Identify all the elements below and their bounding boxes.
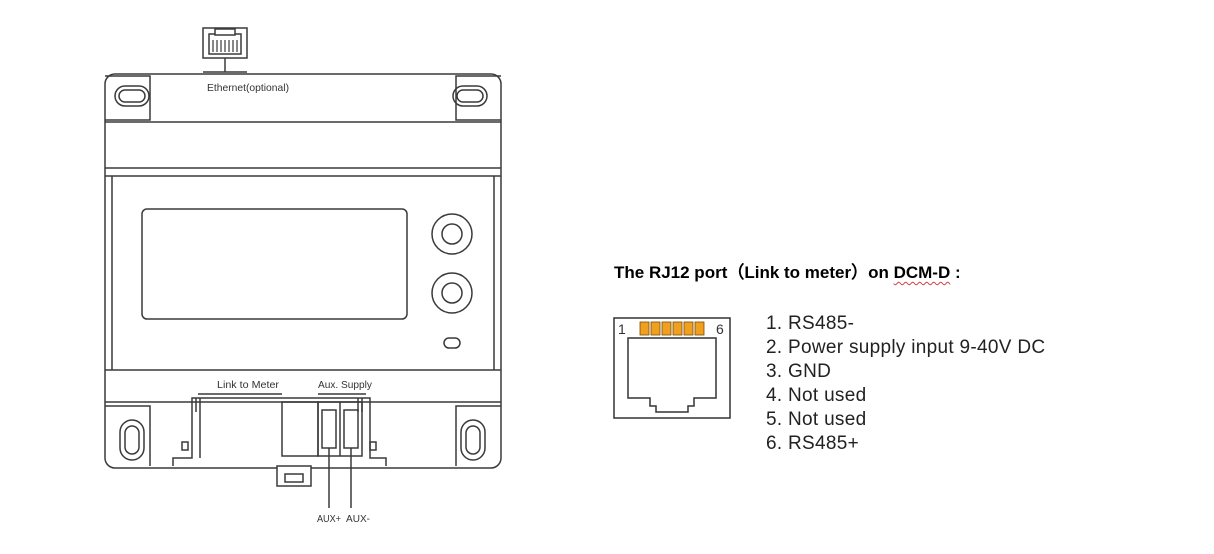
mount-hole-bottom-left <box>119 419 145 461</box>
rj12-pin-contact <box>661 321 672 336</box>
rj12-pin-contact <box>650 321 661 336</box>
pin-item-5: 5. Not used <box>766 409 867 430</box>
pin-list: 1. RS485- 2. Power supply input 9-40V DC… <box>766 312 1045 456</box>
pin-item-3: 3. GND <box>766 361 832 382</box>
aux-minus-label: AUX- <box>346 513 370 525</box>
link-to-meter-label: Link to Meter <box>217 379 280 391</box>
pin-item-4: 4. Not used <box>766 385 867 406</box>
rj12-pin-contact <box>672 321 683 336</box>
pin-item-6: 6. RS485+ <box>766 433 860 454</box>
mount-hole-top-left <box>114 85 150 107</box>
rj12-pin-contact <box>683 321 694 336</box>
pin-one-label: 1 <box>618 321 626 337</box>
mount-hole-top-right <box>452 85 488 107</box>
ethernet-label: Ethernet(optional) <box>207 82 289 94</box>
rj12-pin-contact <box>694 321 705 336</box>
pin-item-1: 1. RS485- <box>766 313 855 334</box>
rj12-title-model: DCM-D <box>893 263 951 282</box>
rj12-title-text: The RJ12 port（Link to meter）on <box>614 263 894 282</box>
rj12-pin-group <box>639 321 705 336</box>
aux-plus-label: AUX+ <box>317 513 341 525</box>
front-button-down <box>431 272 473 314</box>
pin-six-label: 6 <box>716 321 724 337</box>
rj12-title-suffix: : <box>950 263 961 282</box>
mount-hole-bottom-right <box>460 419 486 461</box>
front-button-up <box>431 213 473 255</box>
aux-supply-label: Aux. Supply <box>318 379 373 391</box>
rj12-pin-contact <box>639 321 650 336</box>
status-led <box>443 337 461 349</box>
device-drawing: Ethernet(optional) Link to Meter Aux. Su… <box>104 27 502 525</box>
lcd-display <box>141 208 408 320</box>
device-body <box>104 73 502 469</box>
rj12-pinout-diagram: 1 6 <box>613 317 731 419</box>
rj12-title: The RJ12 port（Link to meter）on DCM-D : <box>614 258 961 283</box>
pin-item-2: 2. Power supply input 9-40V DC <box>766 337 1046 358</box>
